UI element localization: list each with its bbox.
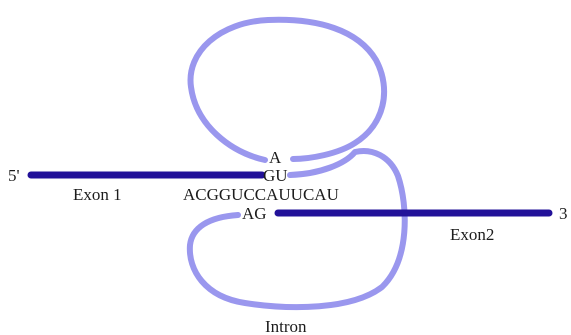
intron-upper-loop <box>187 16 388 163</box>
branch-point-a-label: A <box>269 148 282 167</box>
ag-site-label: AG <box>242 204 267 223</box>
three-prime-label: 3 <box>559 204 568 223</box>
five-prime-label: 5' <box>8 166 20 185</box>
branch-sequence-label: ACGGUCCAUUCAU <box>183 185 339 204</box>
intron-lower-loop <box>186 148 408 311</box>
exon1-label: Exon 1 <box>73 185 122 204</box>
intron-label: Intron <box>265 317 307 335</box>
intron-strand <box>186 16 408 311</box>
gu-site-label: GU <box>263 166 288 185</box>
exon2-label: Exon2 <box>450 225 494 244</box>
